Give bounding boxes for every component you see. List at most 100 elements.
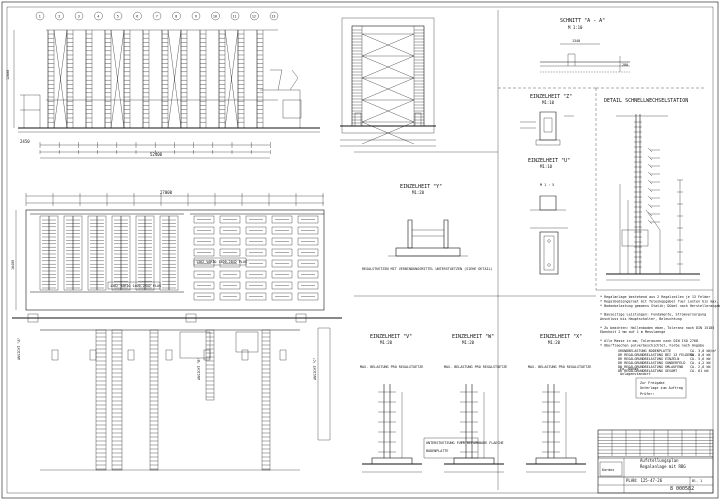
company-logo-box [599, 461, 623, 477]
elevation-view-top-left: 52400 2450 12600 [6, 29, 320, 159]
column-marker [269, 11, 279, 21]
cross-section-view [340, 17, 436, 147]
column-marker [191, 11, 201, 21]
column-marker-label: 13 [271, 15, 275, 19]
shelf-cell [245, 270, 267, 279]
legend-value: CA. 8,0 kN [690, 353, 710, 357]
dim-plan-total: 27000 [160, 190, 173, 195]
conveyor-post [279, 349, 287, 361]
title-block: Kardex Aufstellungsplan Regalanlage mit … [597, 429, 714, 494]
detail-u-base [539, 231, 559, 275]
shelf-cell [297, 248, 319, 257]
column-marker-label: 7 [156, 15, 158, 19]
shelf-cell [297, 259, 319, 268]
detail-z-title: EINZELHEIT "Z" [530, 94, 572, 100]
dim-section-h: 280 [622, 63, 628, 67]
dim-top-left: 2450 [20, 139, 30, 144]
detail-u-scale: M1:10 [540, 164, 553, 169]
base-note-w: MAX. BELASTUNG PRO REGALSTUETZE [444, 365, 507, 369]
dim-plan-height: 16400 [11, 260, 15, 270]
column-marker-label: 9 [195, 15, 197, 19]
detail-z: EINZELHEIT "Z" M1:10 [498, 87, 596, 146]
dim-elev-height: 12600 [6, 70, 10, 80]
column-marker [55, 11, 64, 21]
legend-value: CA. 5,6 kN [690, 357, 710, 361]
remark-line: * Regalbediengeraet mit Teleskopgabel fu… [600, 299, 720, 303]
shelf-cell [245, 248, 267, 257]
shelf-cell [271, 259, 293, 268]
plan-view: 27000 1362 VARIO 1400-2842 PLUS 1362 VAR… [11, 190, 342, 323]
quick-change-station-detail: DETAIL SCHNELLWECHSELSTATION [595, 87, 706, 290]
title-block-rows [598, 430, 713, 493]
shelf-cell [193, 215, 215, 224]
column-marker [250, 11, 259, 21]
remark-line: * Alle Masse in mm, Toleranzen nach DIN … [600, 339, 698, 343]
remark-line: * Bauseitige Leistungen: Fundamente, Str… [600, 313, 706, 317]
shelf-cell [271, 281, 293, 290]
conveyor-post [89, 349, 97, 361]
detail-x-scale: M1:20 [548, 340, 561, 345]
shelf-cell [219, 259, 241, 268]
shelf-cell [297, 292, 319, 301]
center-note-box [423, 437, 479, 459]
shelf-cell [271, 215, 293, 224]
column-marker-label: 4 [97, 15, 99, 19]
detail-u-view-label: M 1 : 5 [540, 183, 554, 187]
shelf-cell [245, 226, 267, 235]
footing-details [362, 384, 586, 473]
shelf-cell [245, 237, 267, 246]
shelf-cell [193, 270, 215, 279]
detail-y-scale: M1:20 [412, 190, 425, 195]
sheet-inner-border [6, 6, 714, 494]
column-marker-label: 11 [232, 15, 236, 19]
column-marker [230, 11, 240, 21]
details-v-w-x: EINZELHEIT "V" M1:20 EINZELHEIT "W" M1:2… [354, 295, 596, 473]
detail-w-title: EINZELHEIT "W" [452, 334, 494, 340]
section-a-a: SCHNITT "A - A" M 1:10 1340 280 [497, 10, 630, 490]
company-name: Kardex [602, 468, 614, 472]
transfer-station [235, 331, 259, 353]
remarks-list: * Regalanlage bestehend aus 2 Regalzeile… [600, 295, 720, 347]
conveyor-post [241, 349, 249, 361]
detail-w-scale: M1:20 [462, 340, 475, 345]
legend-value: CA. 3,8 kN/m² [690, 349, 717, 353]
approval-stamp [635, 377, 687, 399]
dim-section-w: 1340 [572, 39, 580, 43]
detail-v-scale: M1:20 [380, 340, 393, 345]
remarks-block: * Regalanlage bestehend aus 2 Regalzeile… [596, 289, 720, 399]
plan-shelf-grid [190, 213, 324, 301]
shelf-cell [271, 248, 293, 257]
section-a-title: SCHNITT "A - A" [560, 18, 605, 24]
column-marker-label: 6 [136, 15, 138, 19]
column-marker [35, 11, 45, 21]
shelf-cell [245, 281, 267, 290]
column-marker-label: 10 [213, 15, 217, 19]
dim-top-total: 52400 [150, 152, 163, 157]
conveyor-post [51, 349, 59, 361]
cross-section-bracing [352, 29, 424, 145]
sheet-number: Bl. 1 [692, 479, 702, 483]
column-marker-label: 1 [39, 15, 41, 19]
footing-plate [371, 457, 413, 465]
detail-v-title: EINZELHEIT "V" [370, 334, 412, 340]
remark-line: Ebenheit 2 mm auf 1 m Messlaenge [600, 330, 665, 334]
shelf-cell [193, 281, 215, 290]
detail-z-scale: M1:10 [542, 100, 555, 105]
legend-value: CA. 4,2 kN [690, 361, 710, 365]
column-marker-label: 5 [117, 15, 119, 19]
legend-value: CA. 2,6 kN [690, 365, 710, 369]
column-marker-label: 3 [78, 15, 80, 19]
plan-label: 1362 VARIO 1400-2842 PLUS [196, 260, 247, 264]
conveyor-lines [40, 329, 300, 471]
legend-item: DR REGALGRUNDBELASTUNG UMLAUFEND [618, 365, 683, 369]
shelf-cell [271, 270, 293, 279]
column-marker [152, 11, 162, 21]
document-number: 8 000582 [670, 486, 694, 492]
column-marker-label: 2 [58, 15, 60, 19]
stamp-line-2: Unterlage zum Auftrag [640, 386, 683, 390]
plan-label-2: 1362 VARIO 1400-2842 PLUS [110, 284, 161, 288]
plan-rack-left [30, 213, 184, 293]
view-a-label: ANSICHT "A" [17, 338, 21, 360]
detail-x-title: EINZELHEIT "X" [540, 334, 582, 340]
